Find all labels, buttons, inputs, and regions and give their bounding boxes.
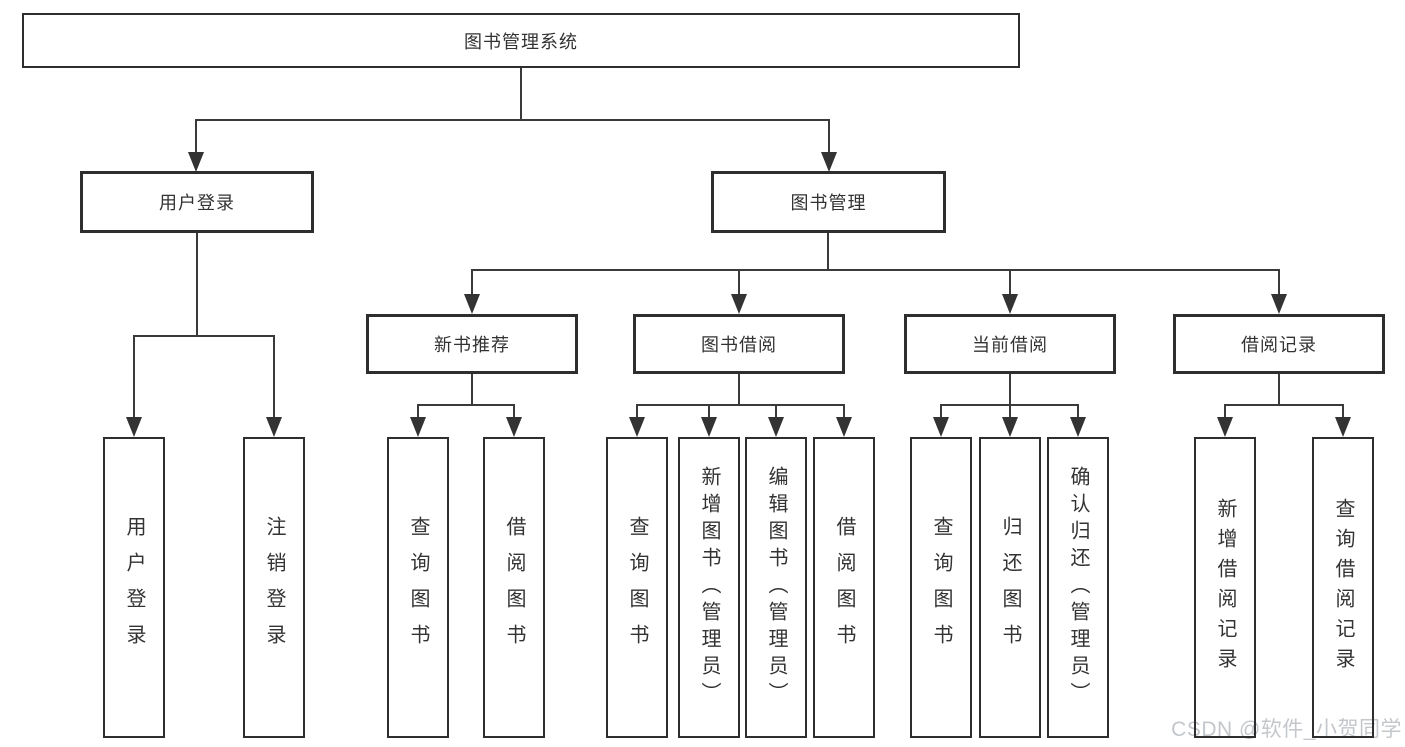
node-label: 用户登录 (159, 193, 235, 213)
leaf-current-query-books: 查询图书 (910, 437, 972, 738)
leaf-borrowing-borrow-books: 借阅图书 (813, 437, 875, 738)
node-label: 图书管理 (790, 193, 867, 213)
csdn-watermark: CSDN @软件_小贺同学 (1171, 718, 1402, 741)
leaf-borrowing-query-books: 查询图书 (606, 437, 668, 738)
leaf-label: 查询图书 (930, 515, 952, 660)
leaf-label: 归还图书 (999, 515, 1021, 660)
node-current-borrowing: 当前借阅 (904, 314, 1116, 374)
node-label: 图书管理系统 (464, 31, 578, 52)
leaf-newbook-borrow-books: 借阅图书 (483, 437, 545, 738)
leaf-label: 新增借阅记录 (1214, 497, 1236, 678)
node-label: 新书推荐 (434, 335, 510, 355)
leaf-label: 确认归还（管理员） (1067, 466, 1089, 709)
arrowheads (126, 152, 1351, 437)
leaf-newbook-query-books: 查询图书 (387, 437, 449, 738)
leaf-label: 查询借阅记录 (1332, 497, 1354, 678)
node-system-root: 图书管理系统 (22, 13, 1020, 68)
leaf-current-confirm-return-admin: 确认归还（管理员） (1047, 437, 1109, 738)
leaf-label: 新增图书（管理员） (698, 466, 720, 709)
node-label: 当前借阅 (972, 335, 1048, 355)
leaf-records-query-record: 查询借阅记录 (1312, 437, 1374, 738)
leaf-label: 注销登录 (263, 515, 285, 660)
leaf-logout: 注销登录 (243, 437, 305, 738)
leaf-label: 编辑图书（管理员） (765, 466, 787, 709)
leaf-records-add-record: 新增借阅记录 (1194, 437, 1256, 738)
node-user-login-branch: 用户登录 (80, 171, 314, 233)
leaf-label: 查询图书 (407, 515, 429, 660)
leaf-label: 借阅图书 (833, 515, 855, 660)
node-book-management-branch: 图书管理 (711, 171, 946, 233)
node-new-book-recommend: 新书推荐 (366, 314, 578, 374)
node-book-borrowing: 图书借阅 (633, 314, 845, 374)
leaf-user-login: 用户登录 (103, 437, 165, 738)
node-label: 图书借阅 (701, 335, 777, 355)
leaf-label: 借阅图书 (503, 515, 525, 660)
node-borrowing-records: 借阅记录 (1173, 314, 1385, 374)
leaf-borrowing-add-books-admin: 新增图书（管理员） (678, 437, 740, 738)
leaf-current-return-books: 归还图书 (979, 437, 1041, 738)
leaf-label: 用户登录 (123, 515, 145, 660)
node-label: 借阅记录 (1241, 335, 1317, 355)
leaf-label: 查询图书 (626, 515, 648, 660)
leaf-borrowing-edit-books-admin: 编辑图书（管理员） (745, 437, 807, 738)
